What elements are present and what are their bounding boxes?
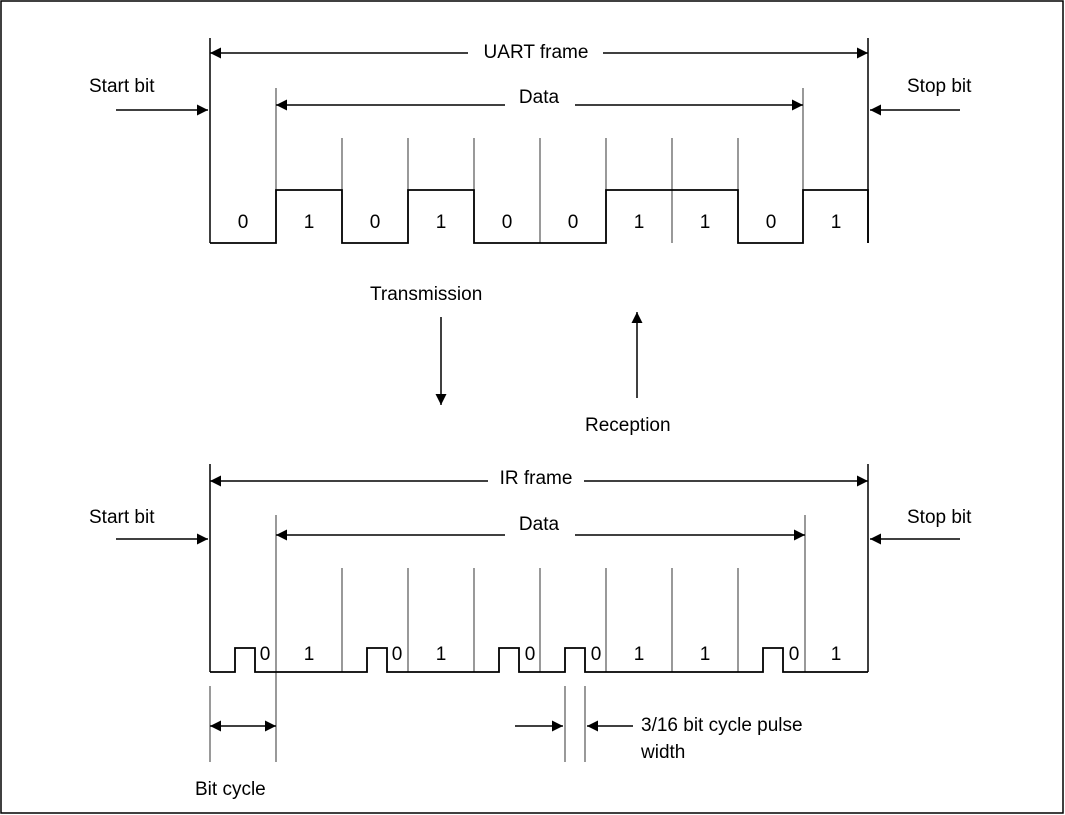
ir-frame-label-bg xyxy=(488,464,584,492)
ir-bit-value: 0 xyxy=(591,644,602,665)
ir-bit-value: 0 xyxy=(392,644,403,665)
uart-bit-value: 0 xyxy=(502,212,513,233)
uart-start-bit-label: Start bit xyxy=(89,76,155,97)
pulse-width-label-line1: 3/16 bit cycle pulse xyxy=(641,715,803,736)
pulse-width-label-line2: width xyxy=(640,742,685,763)
reception-label: Reception xyxy=(585,415,671,436)
uart-bit-value: 1 xyxy=(831,212,842,233)
uart-bit-value: 1 xyxy=(436,212,447,233)
transmission-label: Transmission xyxy=(370,284,482,305)
uart-bit-value: 1 xyxy=(700,212,711,233)
ir-data-label: Data xyxy=(519,514,560,535)
ir-bit-value: 1 xyxy=(700,644,711,665)
uart-bit-value: 1 xyxy=(634,212,645,233)
ir-bit-separators xyxy=(341,568,739,672)
uart-data-label: Data xyxy=(519,87,560,108)
bit-cycle-label: Bit cycle xyxy=(195,779,266,800)
ir-bit-value: 1 xyxy=(634,644,645,665)
ir-bit-value: 0 xyxy=(789,644,800,665)
ir-data-label-bg xyxy=(505,514,575,542)
uart-bit-values: 0 1 0 1 0 0 1 1 0 1 xyxy=(238,212,842,233)
pulse-width-annotation: 3/16 bit cycle pulse width xyxy=(515,686,803,763)
ir-bit-values: 0 1 0 1 0 0 1 1 0 1 xyxy=(260,644,842,665)
ir-frame-group: IR frame Data Start bit Stop bit 0 1 0 1… xyxy=(89,464,972,762)
ir-bit-value: 1 xyxy=(304,644,315,665)
ir-waveform xyxy=(210,647,868,673)
uart-data-label-bg xyxy=(505,87,575,115)
ir-bit-value: 0 xyxy=(525,644,536,665)
ir-bit-value: 1 xyxy=(436,644,447,665)
uart-waveform xyxy=(210,189,869,244)
uart-bit-value: 1 xyxy=(304,212,315,233)
uart-bit-value: 0 xyxy=(238,212,249,233)
ir-start-bit-label: Start bit xyxy=(89,507,155,528)
uart-frame-label-bg xyxy=(468,38,603,66)
ir-frame-label: IR frame xyxy=(500,468,573,489)
uart-frame-group: UART frame Data Start bit Stop bit 0 xyxy=(89,38,972,244)
uart-bit-value: 0 xyxy=(370,212,381,233)
uart-bit-value: 0 xyxy=(568,212,579,233)
ir-bit-value: 1 xyxy=(831,644,842,665)
uart-frame-label: UART frame xyxy=(484,42,589,63)
uart-bit-value: 0 xyxy=(766,212,777,233)
ir-stop-bit-label: Stop bit xyxy=(907,507,972,528)
ir-bit-value: 0 xyxy=(260,644,271,665)
bit-cycle-annotation: Bit cycle xyxy=(195,686,276,800)
uart-stop-bit-label: Stop bit xyxy=(907,76,972,97)
